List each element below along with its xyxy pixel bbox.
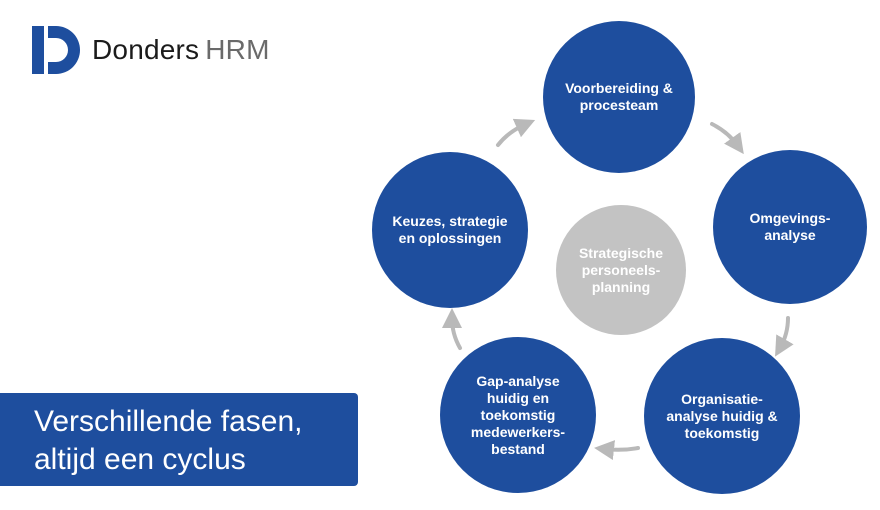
cycle-step-label: Voorbereiding & procesteam	[565, 80, 673, 113]
arrow-icon	[710, 122, 744, 155]
cycle-center: Strategische personeels-planning	[556, 205, 686, 335]
arrow-icon	[775, 316, 794, 357]
banner-line-2: altijd een cyclus	[34, 443, 246, 476]
cycle-center-label: Strategische personeels-planning	[578, 244, 664, 295]
cycle-step-label: Organisatie-analyse huidig & toekomstig	[666, 390, 778, 441]
banner-line-1: Verschillende fasen,	[34, 405, 303, 438]
arrow-icon	[594, 440, 640, 461]
logo-d-icon	[32, 26, 80, 74]
cycle-step-1: Voorbereiding & procesteam	[543, 21, 695, 173]
cycle-step-label: Keuzes, strategie en oplossingen	[392, 213, 508, 246]
title-banner: Verschillende fasen, altijd een cyclus	[0, 393, 358, 486]
arrow-icon	[496, 118, 536, 147]
cycle-step-4: Gap-analyse huidig en toekomstig medewer…	[440, 337, 596, 493]
brand-name: Donders	[92, 34, 200, 65]
brand-suffix: HRM	[205, 34, 270, 65]
cycle-step-2: Omgevings-analyse	[713, 150, 867, 304]
cycle-step-5: Keuzes, strategie en oplossingen	[372, 152, 528, 308]
cycle-step-3: Organisatie-analyse huidig & toekomstig	[644, 338, 800, 494]
cycle-step-label: Gap-analyse huidig en toekomstig medewer…	[470, 372, 566, 457]
cycle-step-label: Omgevings-analyse	[749, 210, 831, 243]
arrow-icon	[442, 308, 463, 350]
